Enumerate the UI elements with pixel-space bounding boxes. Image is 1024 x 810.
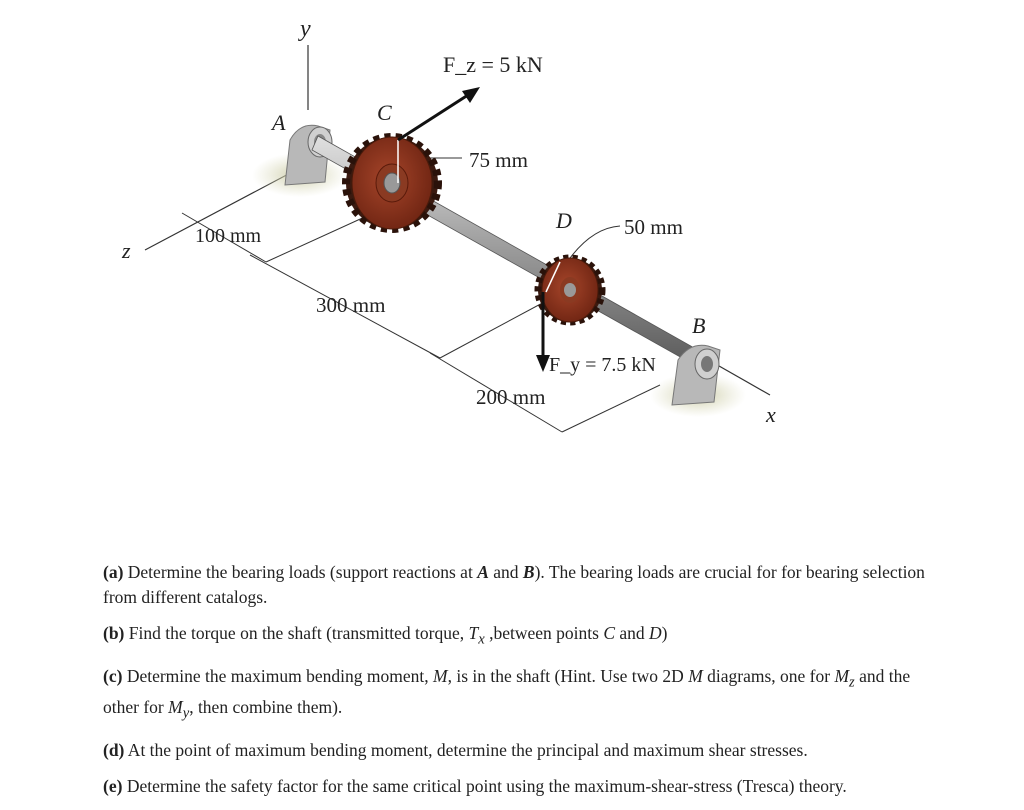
question-d-text: At the point of maximum bending moment, … — [124, 739, 808, 760]
question-e-label: (e) — [103, 775, 123, 796]
question-b-text-2: ,between points — [484, 623, 604, 643]
gear-d — [534, 254, 606, 326]
force-fz-label: F_z = 5 kN — [443, 52, 543, 77]
question-list: (a) Determine the bearing loads (support… — [103, 560, 943, 810]
question-d-label: (d) — [103, 739, 125, 760]
question-a-text-3: ). The bearing loads are crucial for for… — [103, 562, 925, 607]
question-c-text-5: , then combine them). — [189, 697, 343, 717]
shaft-diagram: y z x A C D B F_z = 5 kN F_y = 7.5 kN 75… — [121, 16, 776, 433]
point-b-label: B — [692, 313, 705, 338]
point-d-label: D — [555, 208, 572, 233]
question-b-text: Find the torque on the shaft (transmitte… — [124, 623, 469, 643]
question-b-torque-symbol: T — [468, 623, 479, 643]
question-a-point-b: B — [522, 562, 535, 582]
question-c-moment-symbol: M — [433, 665, 448, 686]
question-b-point-d: D — [649, 623, 662, 643]
question-d: (d) At the point of maximum bending mome… — [103, 738, 943, 763]
question-c-my-symbol: M — [168, 697, 183, 717]
dim-75-label: 75 mm — [469, 148, 528, 172]
question-a-text-2: and — [488, 562, 523, 582]
question-c-text-3: diagrams, one for — [702, 665, 835, 686]
question-c-mz-sub: z — [849, 674, 855, 690]
question-c-label: (c) — [103, 665, 123, 686]
dim-50-label: 50 mm — [624, 215, 683, 239]
gear-c — [342, 133, 442, 233]
axis-x-label: x — [765, 402, 776, 427]
question-e-text: Determine the safety factor for the same… — [122, 775, 847, 796]
question-b-text-3: and — [615, 623, 650, 643]
dim-line-100 — [181, 212, 267, 263]
question-c-text-4: and the other for — [103, 665, 911, 718]
question-c-moment-symbol-2: M — [688, 665, 703, 686]
question-a-label: (a) — [103, 562, 124, 582]
force-fz-arrow — [397, 87, 480, 142]
question-c-text: Determine the maximum bending moment, — [122, 665, 433, 686]
axis-z-label: z — [121, 238, 131, 263]
axis-y-label: y — [298, 16, 311, 42]
ext-line-c — [265, 209, 381, 263]
question-b-torque-sub: x — [478, 631, 485, 648]
question-a-text: Determine the bearing loads (support rea… — [123, 562, 478, 582]
question-e: (e) Determine the safety factor for the … — [103, 774, 943, 799]
question-b-point-c: C — [603, 623, 615, 643]
dim-100-label: 100 mm — [195, 225, 262, 247]
ext-line-b — [561, 384, 661, 433]
question-c-mz-symbol: M — [834, 665, 850, 686]
question-b-label: (b) — [103, 623, 125, 643]
force-fy-arrow — [536, 292, 550, 372]
point-c-label: C — [377, 100, 392, 125]
question-b: (b) Find the torque on the shaft (transm… — [103, 621, 943, 653]
question-b-text-4: ) — [661, 623, 668, 643]
dim-line-300 — [249, 254, 441, 359]
question-c-text-2: , is in the shaft (Hint. Use two 2D — [447, 665, 689, 686]
question-a-point-a: A — [477, 562, 489, 582]
question-c: (c) Determine the maximum bending moment… — [103, 664, 943, 727]
question-c-my-sub: y — [182, 705, 190, 722]
dim-200-label: 200 mm — [476, 385, 545, 409]
question-a: (a) Determine the bearing loads (support… — [103, 560, 943, 610]
force-fy-label: F_y = 7.5 kN — [549, 354, 656, 376]
ext-line-d — [439, 299, 549, 359]
bearing-b — [671, 344, 721, 406]
dim-line-200 — [429, 352, 563, 433]
dim-300-label: 300 mm — [316, 293, 385, 317]
point-a-label: A — [270, 110, 286, 135]
